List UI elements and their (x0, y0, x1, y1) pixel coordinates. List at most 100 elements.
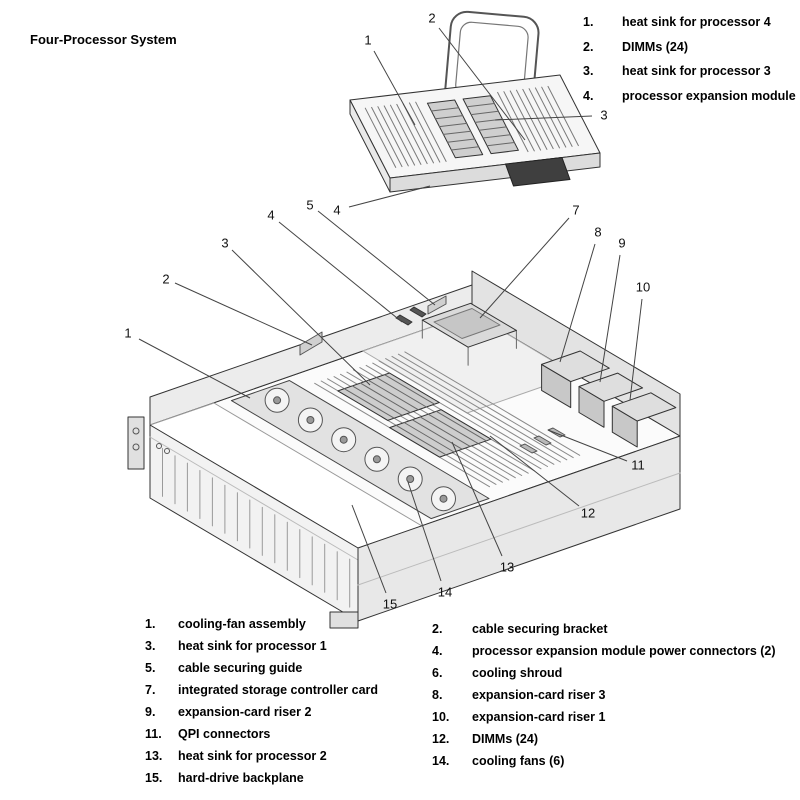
legend-top-right: 1. heat sink for processor 4 2. DIMMs (2… (583, 16, 796, 114)
legend-item-number: 2. (432, 622, 443, 636)
callout-number: 3 (221, 235, 229, 251)
callout-number: 12 (580, 505, 596, 521)
callout-number: 14 (437, 584, 453, 600)
legend-item-number: 2. (583, 39, 594, 54)
callout-number: 5 (306, 197, 314, 213)
legend-item-label: DIMMs (24) (622, 39, 688, 54)
leader-lines (138, 27, 643, 594)
legend-item: 3. heat sink for processor 3 (583, 65, 796, 78)
legend-item: 14. cooling fans (6) (432, 755, 776, 768)
legend-item-number: 14. (432, 754, 450, 768)
callout-number: 4 (333, 202, 341, 218)
legend-item-number: 9. (145, 705, 156, 719)
legend-item-number: 5. (145, 661, 156, 675)
legend-item: 6. cooling shroud (432, 667, 776, 680)
legend-item: 11. QPI connectors (145, 728, 378, 741)
legend-item-number: 3. (145, 639, 156, 653)
legend-item-label: hard-drive backplane (178, 771, 304, 785)
legend-item-label: expansion-card riser 1 (472, 710, 606, 724)
legend-item: 4. processor expansion module (583, 88, 796, 103)
legend-item: 1. cooling-fan assembly (145, 618, 378, 631)
legend-item: 15. hard-drive backplane (145, 772, 378, 785)
callout-number: 2 (162, 271, 170, 287)
callout-number: 11 (631, 457, 645, 473)
module-power-connectors (395, 306, 427, 326)
legend-item-label: heat sink for processor 2 (178, 749, 327, 763)
legend-item-label: cooling shroud (472, 666, 563, 680)
legend-item: 8. expansion-card riser 3 (432, 689, 776, 702)
legend-item-number: 1. (583, 15, 594, 29)
expansion-card-riser-3 (541, 350, 610, 409)
right-face-line (357, 472, 681, 586)
storage-controller-card (421, 302, 517, 366)
legend-item-label: integrated storage controller card (178, 683, 379, 697)
legend-item: 13. heat sink for processor 2 (145, 750, 378, 763)
callout-number: 2 (428, 10, 436, 26)
legend-item-label: cable securing guide (178, 661, 303, 675)
drive-bay-slats (162, 447, 351, 608)
callout-number: 8 (594, 224, 602, 240)
legend-item: 2. cable securing bracket (432, 623, 776, 636)
heatsink-processor-1 (337, 372, 440, 421)
legend-item-number: 11. (145, 727, 162, 741)
legend-item-label: heat sink for processor 4 (622, 15, 771, 29)
page-title: Four-Processor System (30, 32, 177, 47)
legend-bottom-right: 2. cable securing bracket 4. processor e… (432, 623, 776, 777)
legend-item: 1. heat sink for processor 4 (583, 16, 796, 29)
callout-number: 13 (499, 559, 515, 575)
legend-item: 5. cable securing guide (145, 662, 378, 675)
front-panel-leds (156, 443, 170, 454)
legend-item-number: 3. (583, 64, 594, 78)
legend-item-label: cable securing bracket (472, 622, 608, 636)
expansion-card-riser-2 (578, 372, 644, 428)
legend-item-number: 12. (432, 732, 450, 746)
legend-item-number: 10. (432, 710, 450, 724)
legend-item-number: 8. (432, 688, 443, 702)
legend-item: 7. integrated storage controller card (145, 684, 378, 697)
cooling-fan (264, 387, 456, 512)
module-heatsink-processor-4 (426, 99, 484, 159)
legend-item-label: processor expansion module (622, 88, 796, 103)
legend-item: 3. heat sink for processor 1 (145, 640, 378, 653)
chassis-foot (329, 611, 359, 629)
callout-number: 1 (364, 32, 372, 48)
callout-number: 7 (572, 202, 580, 218)
cooling-fan-assembly (230, 380, 490, 520)
legend-item: 9. expansion-card riser 2 (145, 706, 378, 719)
callout-number: 1 (124, 325, 132, 341)
legend-item-label: processor expansion module power connect… (472, 644, 776, 658)
legend-item-label: DIMMs (24) (472, 732, 538, 746)
legend-item: 2. DIMMs (24) (583, 39, 796, 54)
callout-number: 3 (600, 107, 608, 123)
legend-item-number: 15. (145, 771, 163, 785)
front-bezel-top-line (149, 436, 359, 561)
cable-securing-guide (427, 295, 447, 315)
legend-item-number: 7. (145, 683, 156, 697)
legend-item-label: expansion-card riser 3 (472, 688, 606, 702)
callout-number: 9 (618, 235, 626, 251)
cable-securing-bracket (299, 331, 323, 356)
legend-item-label: cooling-fan assembly (178, 617, 306, 631)
legend-item-label: QPI connectors (178, 727, 271, 741)
legend-item-label: heat sink for processor 3 (622, 64, 771, 78)
heatsink-processor-2 (389, 409, 492, 458)
expansion-module-illustration (349, 10, 601, 193)
legend-item-number: 4. (583, 88, 594, 103)
module-edge-connector (505, 157, 571, 187)
legend-item-number: 13. (145, 749, 163, 763)
legend-item-label: heat sink for processor 1 (178, 639, 327, 653)
legend-item: 4. processor expansion module power conn… (432, 645, 776, 658)
callout-number: 10 (635, 279, 651, 295)
module-heatsink-processor-3 (462, 95, 519, 155)
legend-item-number: 4. (432, 644, 443, 658)
callout-number: 15 (382, 596, 398, 612)
legend-item-number: 1. (145, 617, 156, 631)
callout-number: 4 (267, 207, 275, 223)
module-tray-left (349, 99, 391, 193)
legend-item: 10. expansion-card riser 1 (432, 711, 776, 724)
expansion-card-riser-1 (611, 392, 677, 448)
legend-item: 12. DIMMs (24) (432, 733, 776, 746)
legend-item-number: 6. (432, 666, 443, 680)
rack-ear-left (127, 416, 145, 470)
